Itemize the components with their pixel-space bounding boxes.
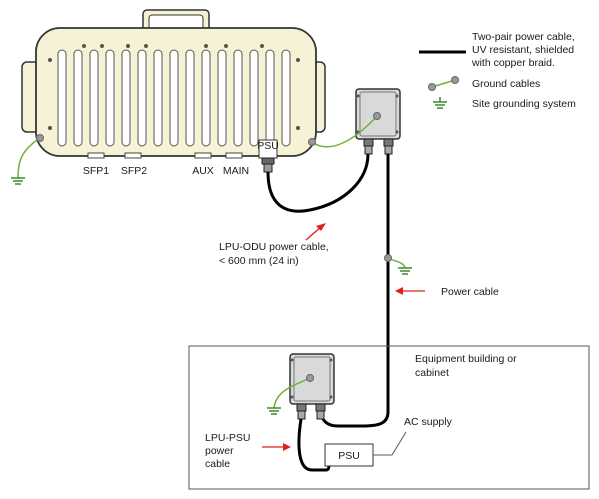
cable-earth-icon	[398, 267, 412, 275]
odu-cooling-fins	[57, 49, 291, 147]
odu-fin	[105, 49, 115, 147]
aux-port	[194, 152, 212, 159]
ac-supply-label: AC supply	[404, 416, 453, 428]
lpu-psu-label-2: power	[205, 445, 234, 457]
odu-fin	[265, 49, 275, 147]
odu-fin	[121, 49, 131, 147]
odu-lpu-ground-cable	[311, 115, 378, 148]
port-label-aux: AUX	[192, 165, 214, 177]
power-cable-label: Power cable	[441, 286, 499, 298]
port-label-main: MAIN	[223, 165, 249, 177]
odu-fin	[201, 49, 211, 147]
odu-fin	[73, 49, 83, 147]
lpu-odu-label-1: LPU-ODU power cable,	[219, 241, 329, 253]
legend-power-cable-text-3: with copper braid.	[471, 57, 555, 69]
odu-fin	[233, 49, 243, 147]
main-port	[225, 152, 243, 159]
psu-box-label: PSU	[338, 450, 360, 462]
odu-fin	[249, 49, 259, 147]
legend: Two-pair power cable, UV resistant, shie…	[419, 31, 576, 110]
odu-ground-lug	[36, 134, 44, 142]
port-label-sfp1: SFP1	[83, 165, 109, 177]
legend-ground-text: Ground cables	[472, 78, 540, 90]
lpu-odu-label-2: < 600 mm (24 in)	[219, 255, 299, 267]
building-label-1: Equipment building or	[415, 353, 517, 365]
odu-fin	[169, 49, 179, 147]
legend-power-cable-text-1: Two-pair power cable,	[472, 31, 575, 43]
lpu-psu-label-3: cable	[205, 458, 230, 470]
lpu-odu-power-cable	[266, 153, 370, 213]
odu-fin	[217, 49, 227, 147]
port-label-sfp2: SFP2	[121, 165, 147, 177]
odu-unit: PSU SFP1 SFP2 AUX MAIN	[21, 9, 326, 177]
callout-power-cable: Power cable	[395, 286, 499, 298]
callout-lpu-psu: LPU-PSU power cable	[205, 432, 291, 470]
lpu-psu-power-cable	[297, 418, 331, 472]
legend-site-grounding-text: Site grounding system	[472, 98, 576, 110]
lpu-psu-label-1: LPU-PSU	[205, 432, 251, 444]
sfp2-port	[124, 152, 142, 159]
equipment-building-frame	[188, 345, 590, 490]
odu-fin	[89, 49, 99, 147]
odu-fin	[137, 49, 147, 147]
odu-psu-gland	[261, 157, 275, 165]
odu-fin	[57, 49, 67, 147]
odu-earth-icon	[11, 177, 25, 185]
legend-power-cable-text-2: UV resistant, shielded	[472, 44, 574, 56]
odu-fin	[281, 49, 291, 147]
odu-fin	[185, 49, 195, 147]
lpu-psu-ground-cable	[273, 377, 311, 409]
ac-supply-line	[373, 431, 407, 456]
lpu-odu-box	[355, 88, 401, 155]
odu-fin	[153, 49, 163, 147]
lpu-psu-box	[289, 353, 335, 420]
odu-psu-label: PSU	[257, 140, 279, 152]
building-earth-icon	[267, 407, 281, 415]
sfp1-port	[87, 152, 105, 159]
odu-ground-cable	[17, 137, 41, 179]
building-label-2: cabinet	[415, 367, 449, 379]
callout-lpu-odu: LPU-ODU power cable, < 600 mm (24 in)	[219, 223, 329, 267]
legend-earth-icon	[433, 101, 447, 109]
legend-ground-swatch	[431, 79, 456, 88]
